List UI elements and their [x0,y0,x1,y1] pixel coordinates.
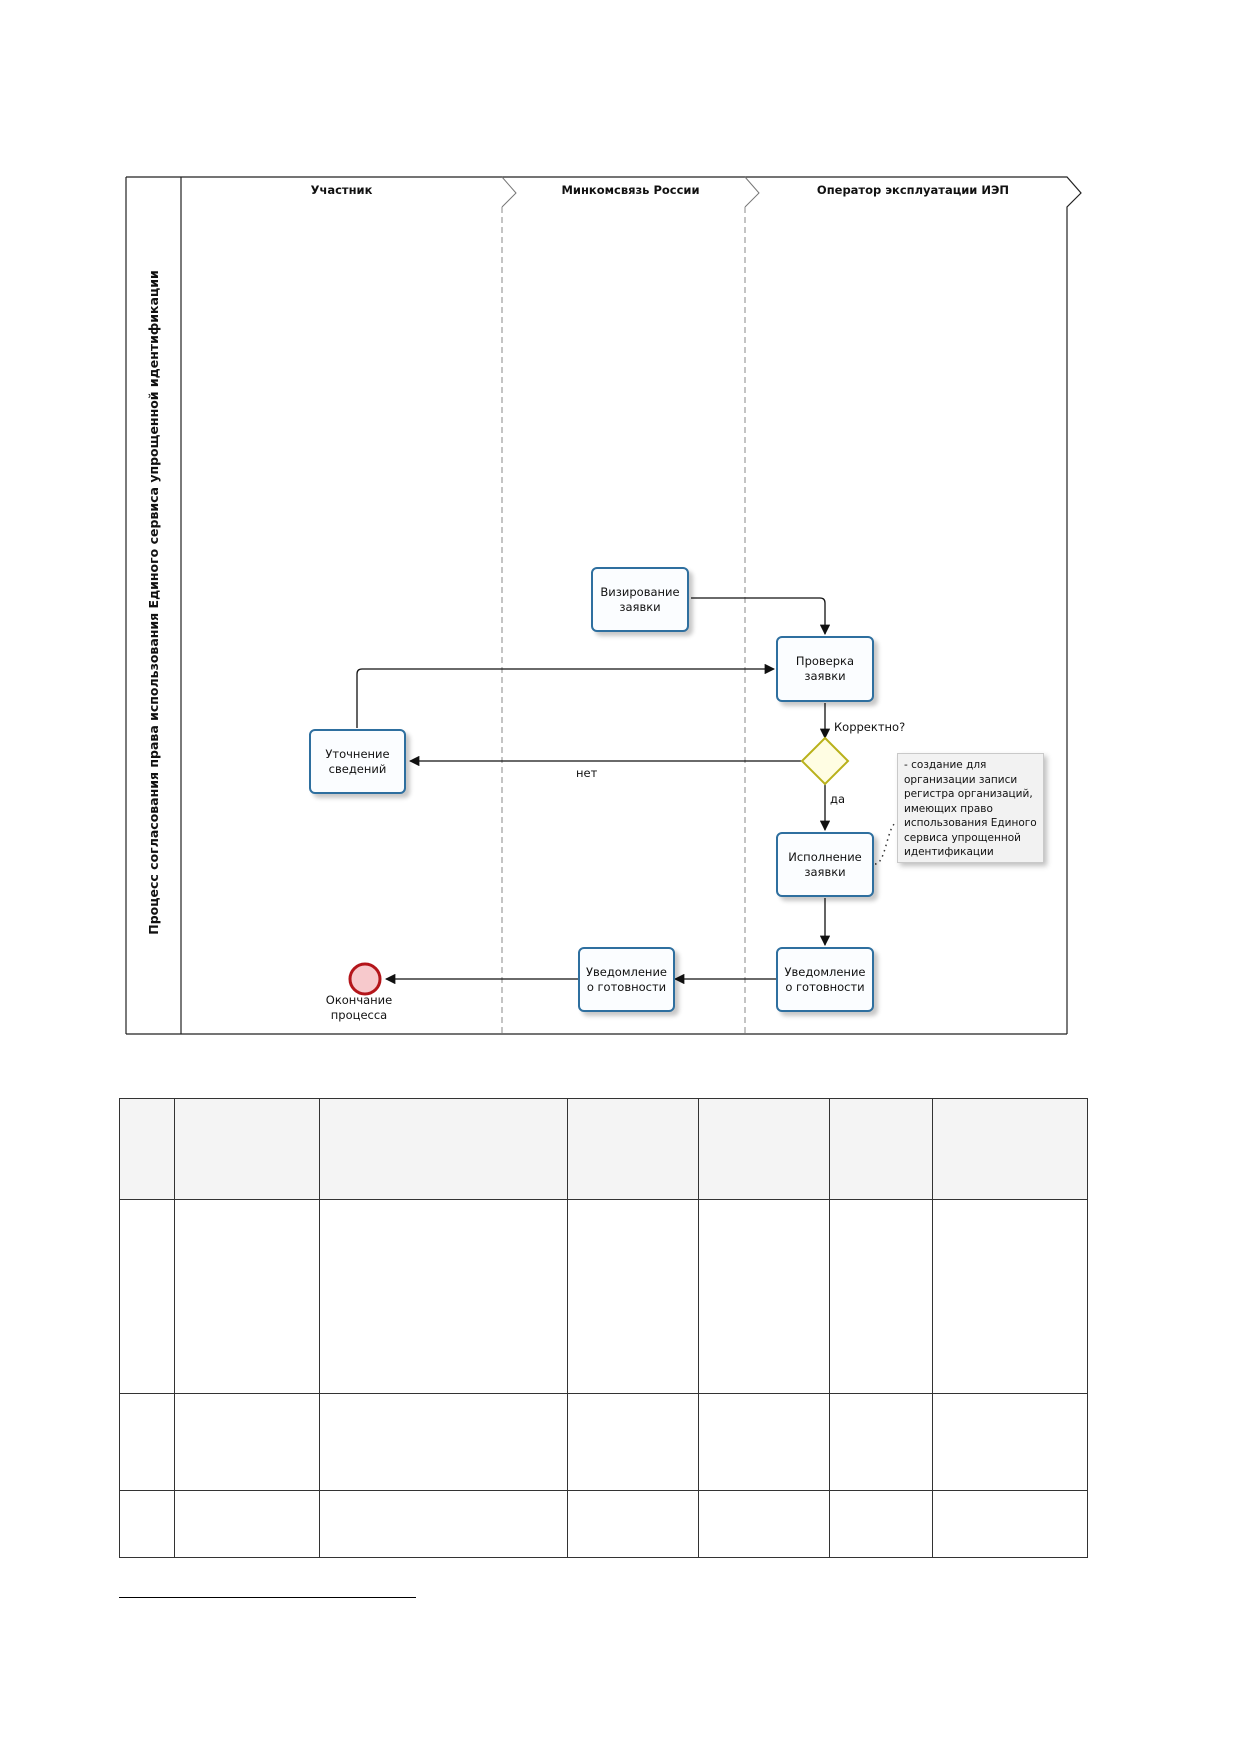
flow-yes-label: да [830,792,845,806]
table-cell [932,1393,1088,1491]
lane-title-minkomsvyaz: Минкомсвязь России [561,183,700,197]
task-vizirovanie[interactable]: Визирование заявки [591,567,689,632]
table-cell [567,1393,699,1491]
table-cell [829,1098,933,1200]
table-cell [932,1098,1088,1200]
table-cell [698,1098,830,1200]
table-header-row [119,1098,1088,1200]
task-ispolnenie[interactable]: Исполнение заявки [776,832,874,897]
table-cell [174,1199,320,1394]
end-event-label: Окончание процесса [325,993,393,1022]
table-cell [567,1490,699,1558]
pool-title: Процесс согласования права использования… [145,269,161,935]
lane-title-operator: Оператор эксплуатации ИЭП [816,183,1010,197]
empty-table [119,1098,1088,1558]
flow-no-label: нет [576,766,598,780]
table-cell [174,1098,320,1200]
task-uvedomlenie-operator[interactable]: Уведомление о готовности [776,947,874,1012]
table-cell [174,1490,320,1558]
task-proverka[interactable]: Проверка заявки [776,636,874,702]
flow-utochnenie-to-proverka [356,663,776,728]
table-row [119,1199,1088,1394]
exclusive-gateway [800,736,850,786]
annotation-association [874,821,898,865]
lane-separator [744,176,760,1034]
table-cell [319,1098,568,1200]
task-utochnenie[interactable]: Уточнение сведений [309,729,406,794]
table-cell [119,1098,175,1200]
table-cell [698,1199,830,1394]
table-cell [119,1199,175,1394]
pool-title-box: Процесс согласования права использования… [126,177,180,1027]
task-uvedomlenie-minkom[interactable]: Уведомление о готовности [578,947,675,1012]
table-cell [698,1393,830,1491]
pool-frame [125,176,1082,1035]
table-row [119,1393,1088,1491]
table-cell [174,1393,320,1491]
table-cell [567,1098,699,1200]
table-cell [319,1490,568,1558]
annotation-note: - создание для организации записи регист… [897,753,1044,863]
table-cell [567,1199,699,1394]
table-cell [932,1490,1088,1558]
table-cell [829,1490,933,1558]
end-event-icon [348,962,382,996]
table-cell [932,1199,1088,1394]
lane-title-participant: Участник [310,183,373,197]
table-cell [829,1393,933,1491]
flow-vizirovanie-to-proverka [691,597,831,636]
gateway-question-label: Корректно? [834,720,906,734]
footnote-separator [119,1597,416,1598]
table-cell [319,1199,568,1394]
lane-separator [501,176,517,1034]
table-cell [698,1490,830,1558]
table-cell [119,1490,175,1558]
table-row [119,1490,1088,1558]
table-cell [319,1393,568,1491]
table-cell [119,1393,175,1491]
table-cell [829,1199,933,1394]
